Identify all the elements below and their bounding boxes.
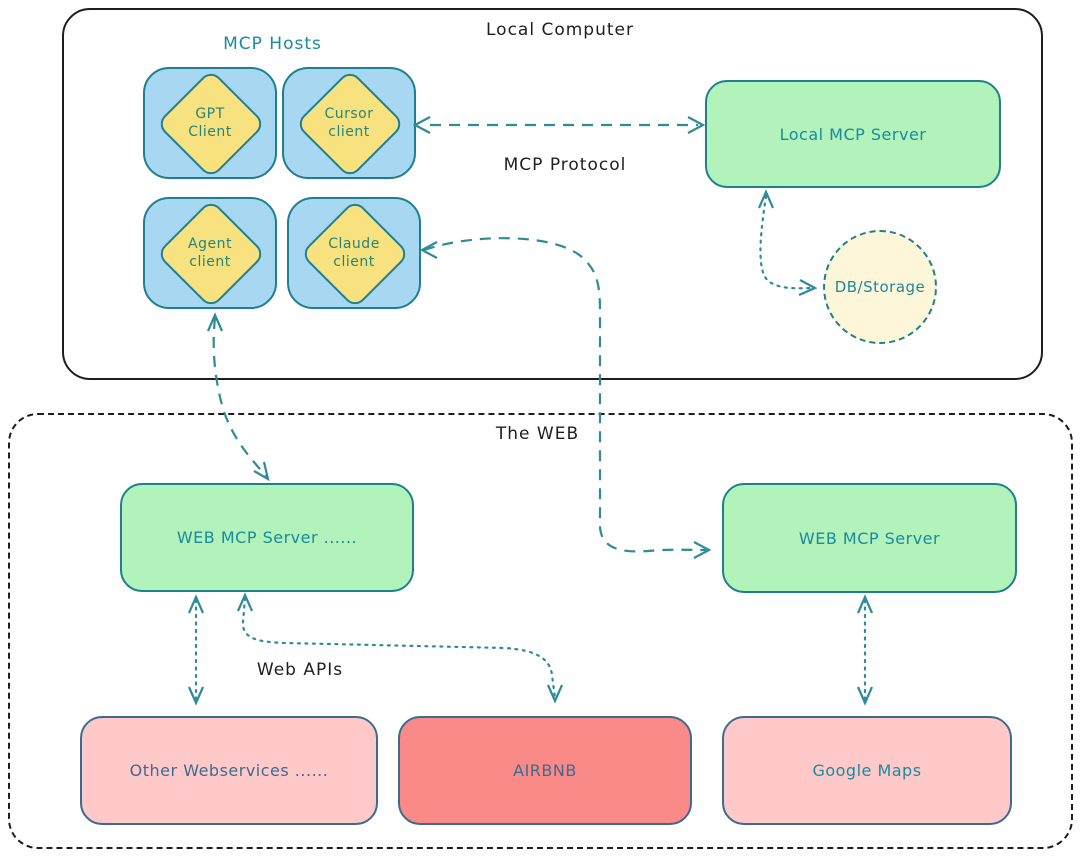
airbnb-label: AIRBNB [513, 761, 577, 780]
web-mcp-server-right-box: WEB MCP Server [722, 483, 1017, 593]
client-box-agent: Agent client [143, 197, 277, 310]
client-claude-label: Claude client [289, 199, 419, 307]
other-webservices-label: Other Webservices ...... [129, 761, 329, 780]
client-gpt-line1: GPT [195, 106, 225, 122]
client-claude-line1: Claude [328, 236, 380, 252]
client-gpt-line2: Client [188, 124, 232, 140]
client-gpt-label: GPT Client [145, 69, 275, 177]
db-storage-label: DB/Storage [834, 278, 926, 296]
client-box-cursor: Cursor client [282, 67, 416, 180]
client-agent-label: Agent client [145, 199, 275, 307]
web-apis-label: Web APIs [256, 660, 344, 680]
client-cursor-label: Cursor client [284, 69, 414, 177]
service-box-google-maps: Google Maps [722, 716, 1012, 825]
client-claude-line2: client [333, 254, 375, 270]
web-mcp-server-right-label: WEB MCP Server [798, 528, 941, 548]
client-cursor-line2: client [328, 124, 370, 140]
mcp-hosts-label: MCP Hosts [223, 34, 322, 54]
service-box-airbnb: AIRBNB [398, 716, 692, 825]
client-box-claude: Claude client [287, 197, 421, 310]
client-cursor-line1: Cursor [324, 106, 374, 122]
mcp-protocol-label: MCP Protocol [503, 155, 627, 175]
web-mcp-server-left-box: WEB MCP Server ...... [120, 483, 414, 592]
client-agent-line2: client [189, 254, 231, 270]
the-web-title: The WEB [495, 424, 580, 444]
db-storage-circle: DB/Storage [823, 230, 937, 344]
client-box-gpt: GPT Client [143, 67, 277, 180]
local-mcp-server-box: Local MCP Server [705, 80, 1001, 188]
client-agent-line1: Agent [188, 236, 232, 252]
local-mcp-server-label: Local MCP Server [779, 124, 927, 144]
service-box-other-webservices: Other Webservices ...... [80, 716, 378, 825]
web-mcp-server-left-label: WEB MCP Server ...... [176, 528, 358, 547]
google-maps-label: Google Maps [812, 761, 922, 780]
local-computer-title: Local Computer [486, 20, 634, 40]
